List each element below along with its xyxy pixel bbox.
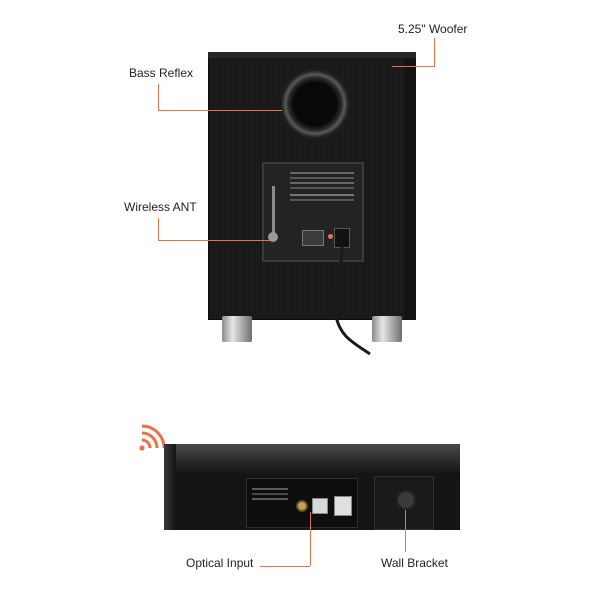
subwoofer-top-edge <box>208 52 416 58</box>
power-plug <box>334 228 350 248</box>
wireless-ant-line-v <box>158 218 159 240</box>
wireless-ant-line-h <box>158 240 270 241</box>
aux-jack <box>296 500 308 512</box>
power-cable <box>333 246 371 356</box>
optical-port <box>312 498 328 514</box>
power-switch <box>302 230 324 246</box>
bass-reflex-line-h <box>158 110 282 111</box>
soundbar-edge <box>164 444 176 530</box>
bass-reflex-port <box>279 68 351 140</box>
antenna <box>272 186 275 238</box>
subwoofer-foot-left <box>222 316 252 342</box>
woofer-label: 5.25" Woofer <box>398 22 468 36</box>
bass-reflex-line-v <box>158 84 159 110</box>
optical-input-label: Optical Input <box>186 556 254 570</box>
wireless-ant-label: Wireless ANT <box>124 200 197 214</box>
wall-bracket-mount <box>396 490 416 510</box>
soundbar-top <box>164 444 460 474</box>
optical-line-h <box>260 566 310 567</box>
woofer-line-h <box>392 66 435 67</box>
wall-bracket-label: Wall Bracket <box>381 556 448 570</box>
status-led <box>328 234 333 239</box>
optical-line-v <box>310 512 311 566</box>
subwoofer-foot-right <box>372 316 402 342</box>
bass-reflex-label: Bass Reflex <box>129 66 194 80</box>
antenna-connector <box>268 232 278 242</box>
dc-port <box>334 496 352 516</box>
subwoofer-side <box>404 58 416 320</box>
wall-bracket-line-v <box>405 510 406 552</box>
woofer-line-v <box>434 38 435 66</box>
input-bay-markings <box>252 488 288 490</box>
wireless-signal-icon <box>139 424 166 451</box>
